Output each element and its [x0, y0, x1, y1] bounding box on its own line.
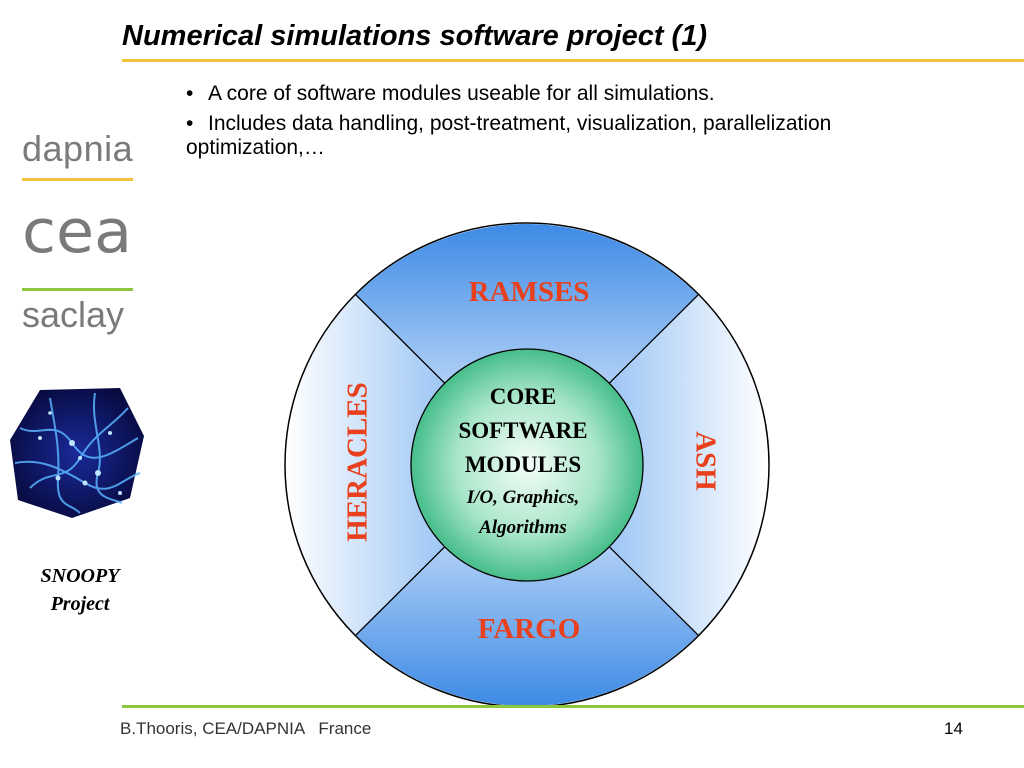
- dapnia-logo: dapnia: [22, 128, 134, 169]
- cea-logo: cea: [22, 208, 132, 260]
- bullet-text: Includes data handling, post-treatment, …: [208, 112, 832, 135]
- snoopy-simulation-image: [10, 388, 144, 518]
- core-label-line4: I/O, Graphics,: [466, 487, 579, 508]
- heracles-segment: [286, 294, 527, 636]
- bullet-marker: •: [186, 112, 194, 135]
- bullet-text: A core of software modules useable for a…: [208, 82, 715, 105]
- cea-logo-rule: [22, 288, 133, 291]
- ash-segment: [527, 294, 768, 636]
- core-label-line5: Algorithms: [478, 517, 567, 538]
- bullet-continuation: optimization,…: [186, 136, 325, 159]
- title-underline: [122, 59, 1024, 62]
- fargo-label: FARGO: [478, 613, 581, 645]
- ash-label: ASH: [689, 431, 721, 491]
- core-circle: [410, 348, 644, 582]
- ramses-label: RAMSES: [469, 276, 590, 308]
- page-number: 14: [944, 719, 963, 738]
- snoopy-caption-line2: Project: [50, 593, 110, 615]
- bullet-item: • Includes data handling, post-treatment,…: [186, 112, 1016, 160]
- bullet-list: • A core of software modules useable for …: [186, 82, 1016, 166]
- fargo-segment: [355, 465, 699, 706]
- bullet-item: • A core of software modules useable for …: [186, 82, 1016, 106]
- modules-diagram: RAMSES FARGO HERACLES ASH CORE SOFTWARE …: [284, 222, 770, 708]
- cea-logo-text: cea: [22, 208, 132, 260]
- slide-title: Numerical simulations software project (…: [122, 20, 707, 52]
- footer-author: B.Thooris, CEA/DAPNIA France: [120, 719, 372, 738]
- saclay-logo: saclay: [22, 294, 125, 335]
- core-label-line1: CORE: [490, 384, 556, 409]
- snoopy-caption: SNOOPY Project: [0, 562, 160, 618]
- ramses-segment: [355, 224, 699, 465]
- core-label-line3: MODULES: [465, 452, 581, 477]
- core-label-line2: SOFTWARE: [458, 418, 587, 443]
- snoopy-caption-line1: SNOOPY: [40, 565, 120, 587]
- dapnia-logo-rule: [22, 178, 133, 181]
- footer-rule: [122, 705, 1024, 708]
- heracles-label: HERACLES: [342, 382, 374, 542]
- bullet-marker: •: [186, 82, 194, 105]
